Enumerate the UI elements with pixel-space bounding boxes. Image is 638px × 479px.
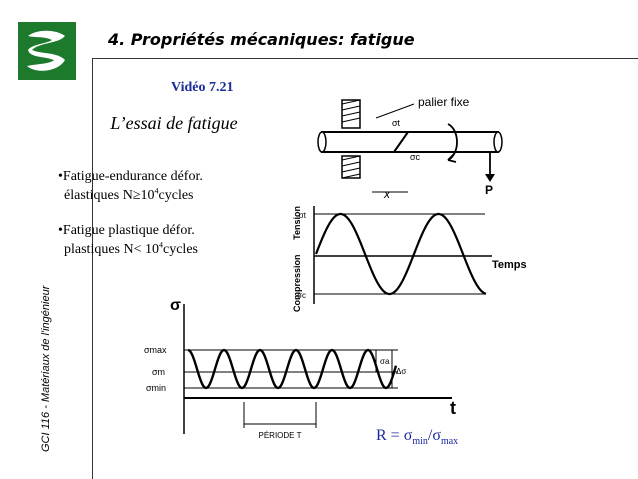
header-divider xyxy=(92,58,638,59)
sigma-min-label: σmin xyxy=(146,383,166,393)
logo-emblem-icon xyxy=(27,30,65,71)
stress-sine-curve xyxy=(314,212,487,296)
side-divider xyxy=(92,58,93,479)
time-axis-label: Temps xyxy=(492,259,527,271)
load-label: P xyxy=(485,183,493,197)
x-label: x xyxy=(383,187,391,201)
formula-mid: /σ xyxy=(427,427,441,444)
bearing-bottom xyxy=(341,155,361,179)
shaft-end-right xyxy=(493,131,503,153)
rotation-arrow-head xyxy=(447,153,457,163)
bullet-mark: • xyxy=(58,169,63,184)
sigma-t-axis-label: σt xyxy=(299,211,307,220)
formula-prefix: R = σ xyxy=(376,427,413,444)
sigma-m-label: σm xyxy=(152,367,165,377)
university-logo xyxy=(18,22,76,80)
bullet-line1: Fatigue plastique défor. xyxy=(62,223,195,238)
sigma-t-label: σt xyxy=(392,118,401,128)
bullet-mark: • xyxy=(58,223,63,238)
cyclic-sine-curve xyxy=(187,348,398,390)
section-title: L’essai de fatigue xyxy=(110,113,238,133)
tension-axis-label: Tension xyxy=(292,206,302,240)
sigma-max-label: σmax xyxy=(144,345,167,355)
cyclic-stress-figure: σ t σmax σm σmin σa Δσ PÉRIODE T xyxy=(144,297,456,440)
section-cut xyxy=(393,131,409,153)
bullet-plastic: •Fatigue plastique défor. plastiques N< … xyxy=(58,221,198,259)
sigma-axis-label: σ xyxy=(170,297,181,314)
bullet-exponent: 4 xyxy=(159,240,163,250)
bullet-exponent: 4 xyxy=(154,186,159,196)
formula-sub-max: max xyxy=(440,436,459,448)
bullet-line2: plastiques N< 10 xyxy=(64,242,159,257)
time-axis-label-t: t xyxy=(450,398,456,418)
sigma-c-label: σc xyxy=(410,152,421,162)
callout-line xyxy=(375,103,415,119)
course-side-label: GCI 116 - Matériaux de l'ingénieur xyxy=(40,285,52,452)
sigma-c-axis-label: σc xyxy=(297,291,306,300)
r-ratio-formula: R = σmin/σmax xyxy=(376,427,458,447)
sigma-a-label: σa xyxy=(380,357,390,366)
delta-sigma-label: Δσ xyxy=(396,367,406,376)
bullet-line2-suffix: cycles xyxy=(158,188,194,203)
load-arrow-icon xyxy=(485,174,495,182)
slide-title: 4. Propriétés mécaniques: fatigue xyxy=(108,30,415,49)
bullet-line2-suffix: cycles xyxy=(163,242,198,257)
period-label: PÉRIODE T xyxy=(259,431,302,440)
compression-axis-label: Compression xyxy=(292,254,302,312)
bullet-line1: Fatigue-endurance défor. xyxy=(62,169,203,184)
video-reference: Vidéo 7.21 xyxy=(171,80,234,95)
bullet-endurance: •Fatigue-endurance défor. élastiques N≥1… xyxy=(58,167,203,205)
bearing-hatch-top xyxy=(341,99,361,123)
bullet-line2: élastiques N≥10 xyxy=(64,188,155,203)
bearing-hatch-bottom xyxy=(341,155,361,179)
shaft-end-left xyxy=(317,131,327,153)
shaft xyxy=(321,131,499,153)
rotating-beam-figure: P palier fixe σt σc x Tension Compressio… xyxy=(292,95,527,312)
callout-label: palier fixe xyxy=(418,95,470,109)
formula-sub-min: min xyxy=(412,436,428,448)
